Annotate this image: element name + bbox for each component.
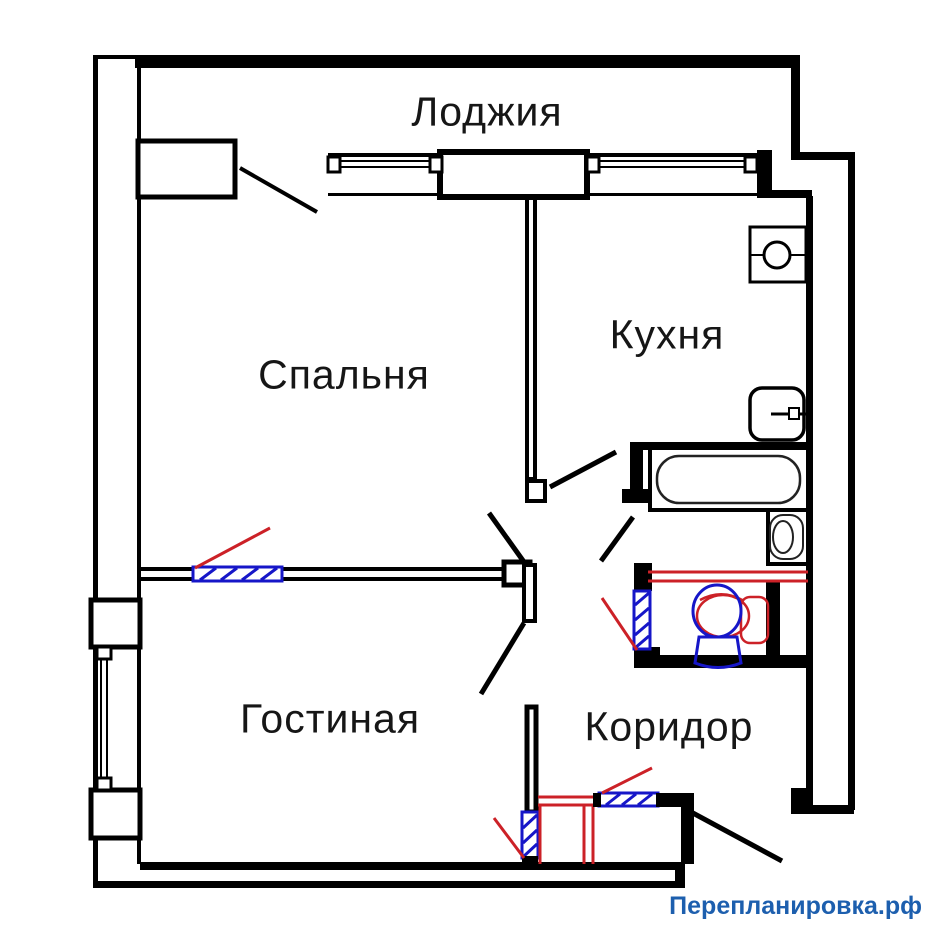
wall-bottom-inner (140, 862, 682, 870)
bathtub-symbol (655, 454, 802, 505)
sealed-doorway-hatch-bedroom (191, 565, 284, 583)
wall-top (135, 55, 800, 68)
window-pier-center (437, 149, 590, 200)
bedroom-bottom-wall (140, 559, 537, 623)
wall-top-right-step (791, 152, 855, 160)
wall-kitchen-top-right-link (772, 190, 812, 198)
toilet-new-blue-symbol (691, 583, 743, 669)
loggia-wall-and-windows (135, 138, 759, 214)
living-room-right-wall (520, 704, 540, 866)
wall-bottom-end-cap (675, 862, 685, 888)
wall-right-outer (848, 156, 855, 810)
wall-right-inner (806, 196, 813, 793)
removed-door-swing-living-room (492, 817, 526, 859)
entrance-door-swing (689, 809, 784, 864)
door-swings (478, 449, 618, 696)
stove-symbol (748, 225, 808, 284)
new-closet-red-outline (538, 795, 598, 864)
balcony-door-swing (239, 166, 318, 214)
room-label-living-room: Гостиная (239, 695, 421, 742)
room-label-loggia: Лоджия (411, 88, 563, 135)
wall-kitchen-top-right-block (757, 150, 772, 198)
room-label-corridor: Коридор (584, 703, 754, 750)
kitchen-door-swing (548, 449, 618, 490)
room-label-bedroom: Спальня (258, 351, 430, 398)
washbasin-symbol (769, 514, 804, 560)
watermark-site-name: Перепланировка.рф (669, 892, 922, 920)
wall-left-outer (93, 55, 98, 886)
wall-top-left-connector (93, 55, 139, 59)
removed-door-swing-bedroom (194, 526, 271, 570)
wall-right-bottom-cap (791, 805, 854, 814)
exterior-walls (93, 55, 855, 888)
wall-bottom-outer (93, 881, 685, 888)
new-wall-lines-wc (648, 570, 808, 583)
kitchen-window (585, 153, 759, 174)
living-room-door-swing (478, 621, 527, 696)
bedroom-kitchen-partition (525, 196, 547, 503)
removed-door-swing-wc (600, 597, 639, 651)
kitchen-sink-symbol (748, 386, 806, 442)
entrance-walls (593, 793, 694, 864)
bathroom-door-swing (598, 515, 636, 563)
bedroom-window (326, 153, 444, 174)
removed-wall-hatch-wc (632, 589, 652, 651)
room-label-kitchen: Кухня (609, 311, 725, 358)
wall-left-inner (137, 55, 141, 864)
removed-door-swing-entrance (601, 766, 653, 795)
bathroom-walls (622, 442, 813, 566)
wc-walls (634, 563, 813, 668)
loggia-left-pier (135, 138, 238, 200)
bedroom-door-swing (486, 511, 527, 564)
removed-wall-hatch-entrance (597, 791, 660, 808)
living-room-window (88, 597, 143, 841)
wall-loggia-right (791, 55, 800, 158)
